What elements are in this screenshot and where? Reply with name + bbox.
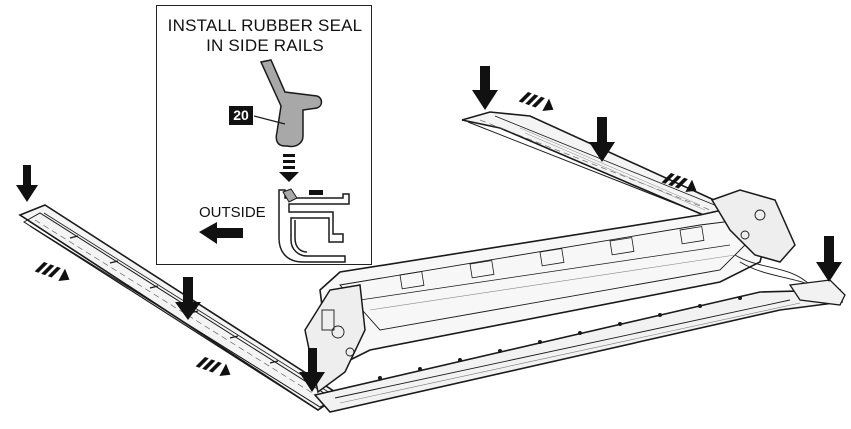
insert-down-arrow-icon bbox=[279, 154, 299, 182]
right-side-rail bbox=[462, 112, 725, 220]
down-arrow-icon bbox=[16, 165, 38, 202]
rubber-seal-shape bbox=[261, 60, 322, 147]
down-arrow-icon bbox=[816, 236, 842, 282]
installed-seal bbox=[283, 189, 297, 202]
slide-direction-arrow-icon bbox=[195, 354, 233, 379]
frame-assembly bbox=[305, 190, 845, 412]
outside-label: OUTSIDE bbox=[199, 204, 266, 221]
slide-direction-arrow-icon bbox=[34, 259, 72, 284]
part-number-tag: 20 bbox=[229, 106, 253, 125]
seal-detail-drawing bbox=[157, 6, 373, 266]
down-arrow-icon bbox=[472, 66, 498, 110]
slide-direction-arrow-icon bbox=[518, 89, 556, 114]
left-arrow-icon bbox=[199, 222, 243, 244]
callout-box: INSTALL RUBBER SEAL IN SIDE RAILS 20 OUT… bbox=[156, 5, 372, 265]
rail-clip bbox=[309, 190, 323, 195]
